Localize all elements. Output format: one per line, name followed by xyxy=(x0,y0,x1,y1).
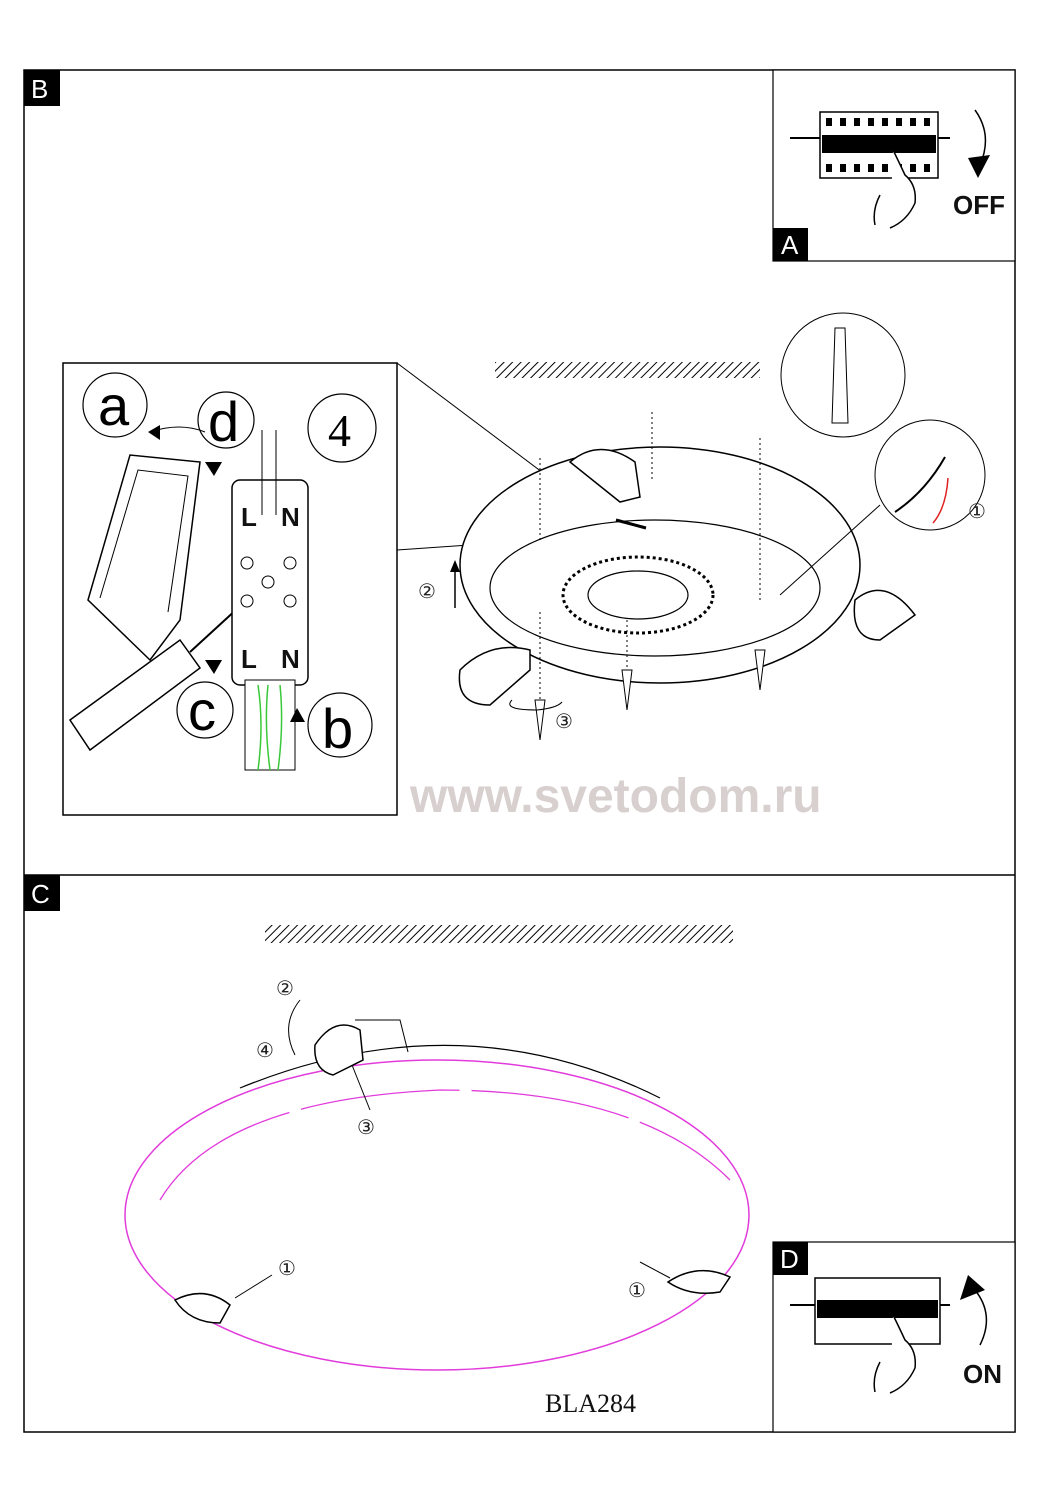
svg-text:C: C xyxy=(31,879,50,909)
watermark: www.svetodom.ru xyxy=(409,770,822,823)
svg-text:N: N xyxy=(281,502,300,532)
svg-text:B: B xyxy=(31,74,48,104)
shade-step-1-left: ① xyxy=(278,1256,296,1280)
switch-on-label: ON xyxy=(963,1359,1002,1389)
ceiling-hatch-c xyxy=(265,925,733,943)
step-c-label: c xyxy=(188,679,216,742)
section-b-label: B xyxy=(24,70,60,106)
screw-icons xyxy=(534,649,766,741)
shade-step-2: ② xyxy=(276,976,294,1000)
step-number-4: 4 xyxy=(328,405,351,456)
svg-text:A: A xyxy=(781,230,799,260)
panel-d-switch-on: D ON xyxy=(772,1241,1016,1433)
rotate-arrow-icon xyxy=(974,1289,988,1346)
shade-step-4: ④ xyxy=(256,1038,274,1062)
shade-step-1-right: ① xyxy=(628,1278,646,1302)
svg-text:D: D xyxy=(780,1244,799,1274)
section-c-label: C xyxy=(24,875,60,911)
terminal-cover-icon xyxy=(87,454,201,662)
switch-off-label: OFF xyxy=(953,190,1005,220)
step-b-label: b xyxy=(322,697,353,760)
ceiling-hatch xyxy=(495,362,760,378)
cable-entry-detail xyxy=(874,419,986,531)
mounting-base-drawing xyxy=(458,312,986,741)
step-3-marker: ③ xyxy=(555,709,573,733)
svg-text:L: L xyxy=(241,502,257,532)
step-1-marker: ① xyxy=(968,499,986,523)
step-a-label: a xyxy=(98,374,130,437)
svg-text:N: N xyxy=(281,644,300,674)
breaker-panel-icon xyxy=(790,1277,950,1394)
page-frame xyxy=(23,69,1016,1433)
glass-shade-drawing xyxy=(124,999,750,1371)
wiring-inset: a d 4 c b L N L N xyxy=(62,362,616,816)
mains-cable xyxy=(244,679,296,771)
panel-a-switch-off: A OFF xyxy=(772,69,1016,262)
shade-step-3: ③ xyxy=(357,1115,375,1139)
screwdriver-icon xyxy=(68,638,202,752)
step-2-marker: ② xyxy=(418,579,436,603)
breaker-panel-icon xyxy=(790,111,950,229)
model-code: BLA284 xyxy=(545,1389,636,1418)
step-d-label: d xyxy=(208,390,239,453)
svg-text:L: L xyxy=(241,644,257,674)
